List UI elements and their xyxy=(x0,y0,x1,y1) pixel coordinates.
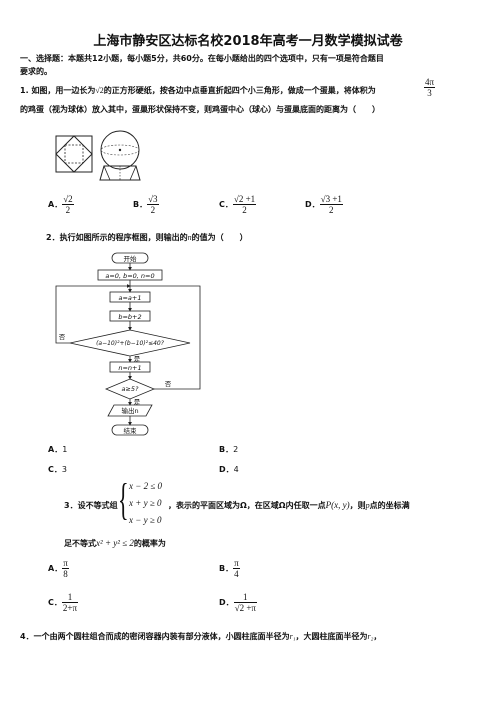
flow-yes2-label: 是 xyxy=(134,398,141,406)
flow-step-n-label: n=n+1 xyxy=(118,364,141,372)
page-title: 上海市静安区达标名校2018年高考一月数学模拟试卷 xyxy=(93,34,403,49)
q3-ineq1: x − 2 ≤ 0 xyxy=(129,481,163,491)
q3-ineq3: x − y ≥ 0 xyxy=(129,515,162,525)
q3-stem-line2: 足不等式x² + y² ≤ 2的概率为 xyxy=(64,538,166,548)
q2-option-c[interactable]: C．3 xyxy=(48,465,67,474)
q3-stem-b: ，表示的平面区域为Ω，在区域Ω内任取一点P(x, y)，则p点的坐标满 xyxy=(168,500,410,510)
q2-option-d[interactable]: D．4 xyxy=(219,465,239,474)
q2-option-b[interactable]: B．2 xyxy=(219,445,239,454)
flow-no1-label: 否 xyxy=(59,333,66,341)
q2-var-n: n xyxy=(187,233,192,242)
q2-option-a[interactable]: A．1 xyxy=(48,445,68,454)
flow-step-b-label: b=b+2 xyxy=(118,313,141,321)
q3-stem-a: 3．设不等式组 xyxy=(64,501,118,510)
flow-output xyxy=(107,404,153,417)
q3-brace: { xyxy=(118,475,129,524)
q2-flowchart: 开始 a=0, b=0, n=0 a=a+1 b=b+2 (a−10)²+(b−… xyxy=(55,252,201,436)
flow-init-label: a=0, b=0, n=0 xyxy=(105,272,154,280)
q1-vol-den: 3 xyxy=(427,88,432,98)
inner-square-dashed xyxy=(64,144,84,164)
flow-cond2-label: a≥5? xyxy=(121,385,139,393)
flow-end-label: 结束 xyxy=(124,426,138,435)
q3-option-d[interactable]: D．1√2 +π xyxy=(219,592,257,613)
q1-stem: 1. 如图，用一边长为√2的正方形硬纸，按各边中点垂直折起四个小三角形，做成一个… xyxy=(20,85,376,96)
flow-start-label: 开始 xyxy=(124,254,138,263)
sphere-equator xyxy=(100,144,140,156)
q3-ineq2: x + y ≥ 0 xyxy=(129,498,162,508)
q1-figure xyxy=(55,130,141,181)
nest-base xyxy=(99,165,141,181)
fold-diamond xyxy=(55,135,93,173)
q1-sqrt2: √2 xyxy=(95,86,104,95)
q3-point: P(x, y) xyxy=(325,500,350,510)
flow-yes1-label: 是 xyxy=(134,355,141,363)
q1-stem-line2: 的鸡蛋（视为球体）放入其中，蛋巢形状保持不变，则鸡蛋中心（球心）与蛋巢底面的距离… xyxy=(20,105,380,114)
q4-r1: r₁ xyxy=(289,632,296,641)
q4-stem: 4．一个由两个圆柱组合而成的密闭容器内装有部分液体，小圆柱底面半径为r₁，大圆柱… xyxy=(20,632,382,641)
paper-square xyxy=(55,135,93,173)
section-heading-cont: 要求的。 xyxy=(20,67,52,76)
flow-no2-label: 否 xyxy=(165,380,172,388)
q3-ineq4: x² + y² ≤ 2 xyxy=(96,538,134,548)
flow-output-label: 输出n xyxy=(121,406,138,415)
flow-cond1-label: (a−10)²+(b−10)²≤40? xyxy=(96,340,165,347)
q1-text-a: 1. 如图，用一边长为 xyxy=(20,86,96,95)
q2-stem: 2．执行如图所示的程序框图，则输出的n的值为（ ） xyxy=(46,233,248,242)
sphere-center xyxy=(118,148,122,152)
section-heading: 一、选择题：本题共12小题，每小题5分，共60分。在每小题给出的四个选项中，只有… xyxy=(20,54,384,63)
q1-text-b: 的正方形硬纸，按各边中点垂直折起四个小三角形，做成一个蛋巢，将体积为 xyxy=(103,86,376,95)
q1-vol-num: 4π xyxy=(424,77,436,88)
q4-r2: r₂ xyxy=(367,632,374,641)
flow-step-a-label: a=a+1 xyxy=(119,294,142,302)
